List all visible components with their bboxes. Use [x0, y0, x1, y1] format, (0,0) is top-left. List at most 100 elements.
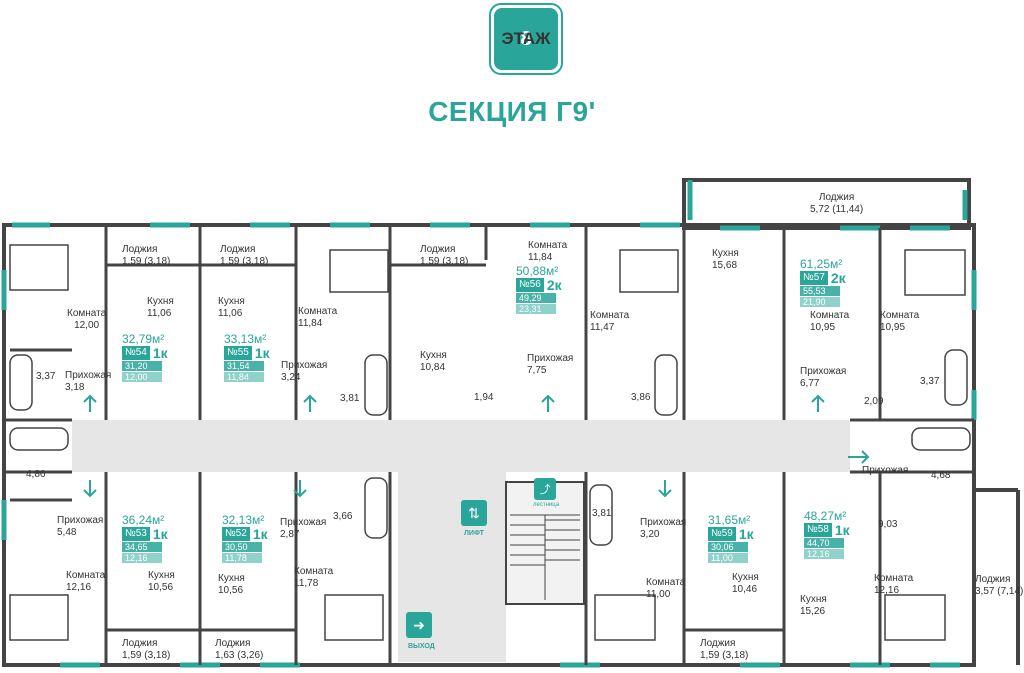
- apartment-number: №57: [800, 271, 828, 285]
- hall-area: 3,18: [65, 382, 85, 393]
- room-area: 12,16: [874, 585, 900, 596]
- apartment-living-area: 31,54: [224, 361, 264, 371]
- apartment-room-area: 12,00: [122, 372, 162, 382]
- wc-57: 2,09: [864, 396, 884, 407]
- apartment-rooms: 1к: [252, 526, 268, 542]
- loggia-area: 3,57 (7,14): [975, 586, 1024, 597]
- apartment-rooms: 1к: [834, 522, 850, 538]
- apartment-rooms: 2к: [546, 277, 562, 293]
- hall-area: 7,75: [527, 365, 547, 376]
- floor-label: ЭТАЖ: [501, 29, 551, 48]
- kitchen-area: 10,46: [732, 584, 758, 595]
- room-area: 11,84: [298, 318, 323, 329]
- bath-59: 3,81: [592, 508, 612, 519]
- hall-label: Прихожая: [65, 370, 112, 381]
- bath-57a: 3,86: [631, 392, 651, 403]
- stairs-icon: ⤴: [534, 478, 556, 500]
- apartment-room-area: 12,16: [804, 549, 844, 559]
- hall-label: Прихожая: [800, 366, 847, 377]
- bath-58: 4,68: [931, 470, 951, 481]
- hall-label: Прихожая: [281, 360, 328, 371]
- apartment-total-area: 50,88м²: [516, 264, 559, 278]
- apartment-living-area: 44,70: [804, 538, 844, 548]
- stairs-label: лестница: [533, 502, 560, 508]
- kitchen-area: 10,84: [420, 362, 446, 373]
- room-area: 10,95: [880, 322, 906, 333]
- loggia-label: Лоджия: [700, 638, 736, 649]
- apartment-room-area: 21,90: [800, 297, 840, 307]
- apartment-number: №56: [516, 278, 544, 292]
- room-label: Комната: [880, 310, 920, 321]
- room-label: Комната: [66, 570, 106, 581]
- apartment-room-area: 12,16: [122, 553, 162, 563]
- kitchen-label: Кухня: [147, 296, 174, 307]
- apartment-room-area: 11,00: [708, 553, 748, 563]
- loggia-label: Лоджия: [122, 244, 158, 255]
- hall-label: Прихожая: [640, 517, 687, 528]
- exit-label: ВЫХОД: [408, 643, 435, 650]
- room-label: Комната: [298, 306, 338, 317]
- hall-area: 3,24: [281, 372, 301, 383]
- kitchen-label: Кухня: [218, 296, 245, 307]
- apartment-rooms: 1к: [152, 526, 168, 542]
- apartment-total-area: 48,27м²: [804, 509, 847, 523]
- hallway-58: 9,03: [878, 519, 898, 530]
- apartment-living-area: 55,53: [800, 286, 840, 296]
- apartment-number: №58: [804, 523, 832, 537]
- kitchen-area: 11,06: [147, 308, 172, 319]
- lift-label: ЛИФТ: [464, 530, 484, 537]
- apartment-living-area: 34,65: [122, 542, 162, 552]
- room-label: Комната: [646, 577, 686, 588]
- loggia-area: 1,59 (3,18): [420, 256, 469, 267]
- loggia-label: Лоджия: [420, 244, 456, 255]
- kitchen-area: 15,68: [712, 260, 738, 271]
- hall-label: Прихожая: [280, 517, 327, 528]
- loggia-label: Лоджия: [122, 638, 158, 649]
- apartment-room-area: 11,78: [222, 553, 262, 563]
- loggia-area: 1,59 (3,18): [220, 256, 269, 267]
- apartment-total-area: 31,65м²: [708, 513, 751, 527]
- bath-54: 3,37: [36, 371, 56, 382]
- floor-badge: 8 ЭТАЖ: [489, 3, 563, 75]
- room-area: 12,00: [74, 320, 100, 331]
- room-label: Комната: [590, 310, 630, 321]
- hall-label: Прихожая: [57, 515, 104, 526]
- room-area: 11,47: [590, 322, 615, 333]
- section-title: СЕКЦИЯ Г9': [428, 96, 596, 127]
- apartment-number: №54: [122, 346, 150, 360]
- kitchen-area: 10,56: [218, 585, 244, 596]
- hall-58: Прихожая: [862, 465, 909, 476]
- room-label: Комната: [528, 240, 568, 251]
- apartment-living-area: 49,29: [516, 293, 556, 303]
